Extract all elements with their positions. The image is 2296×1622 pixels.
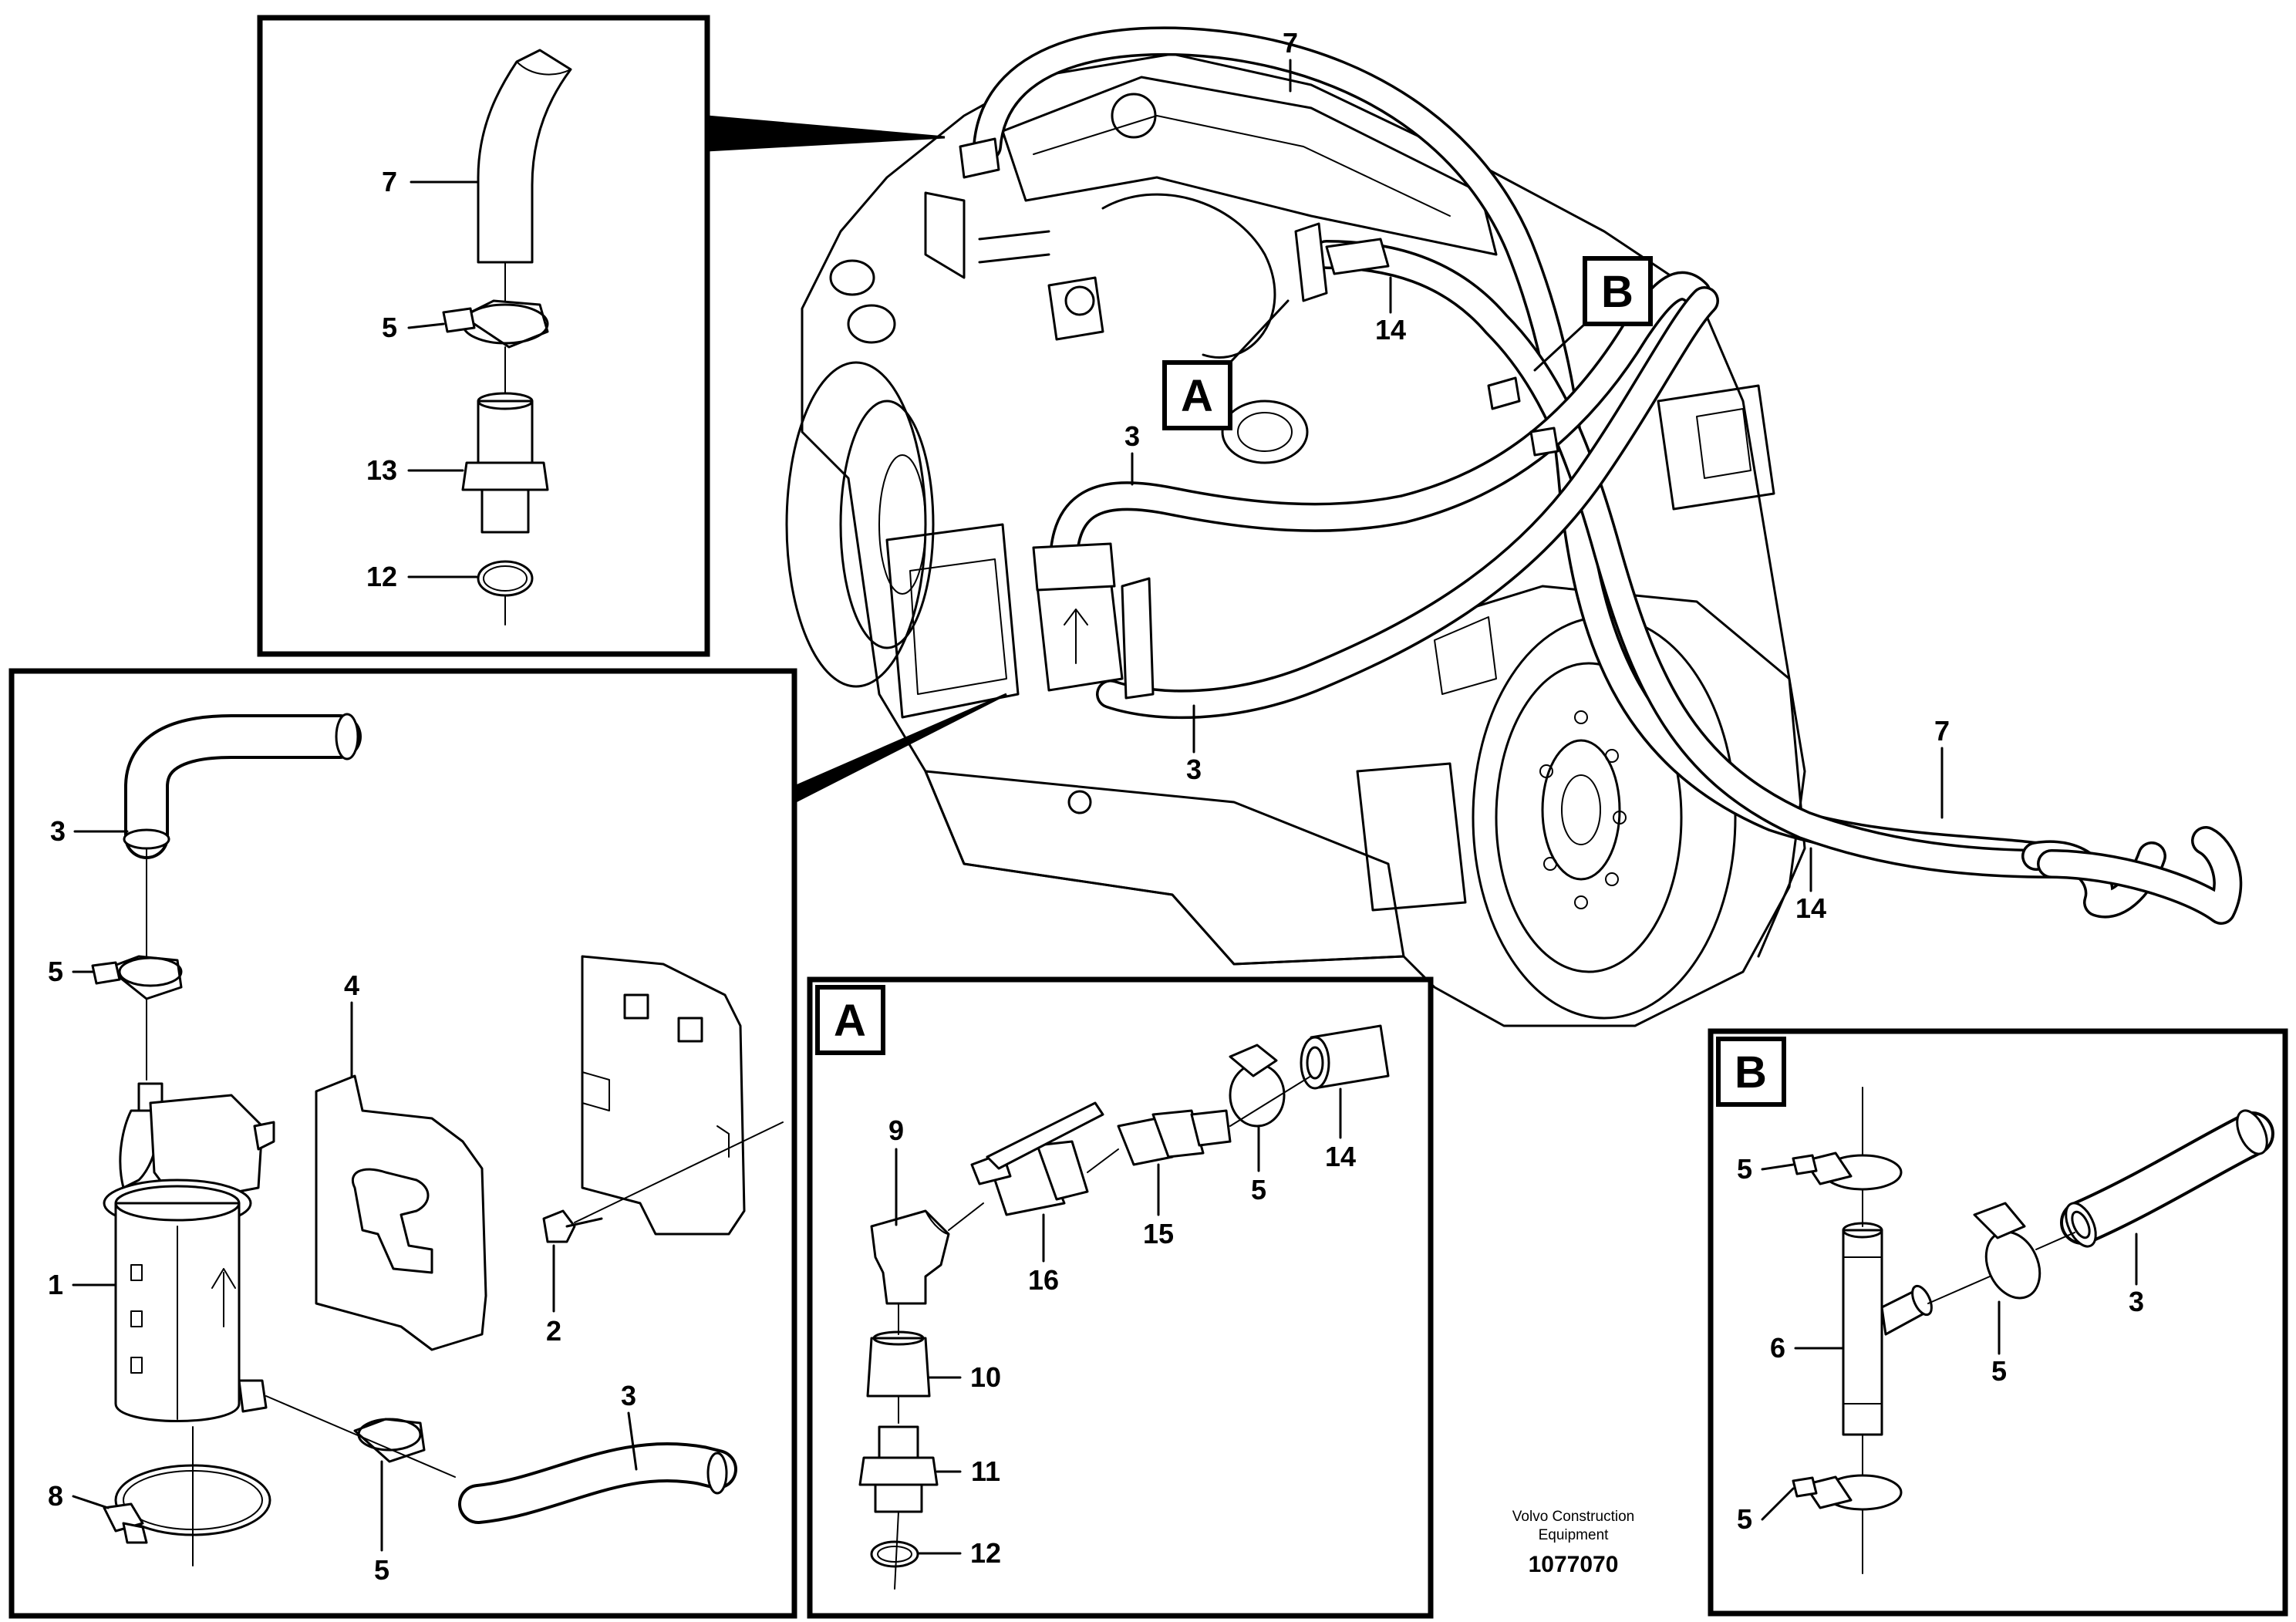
leader-top-inset xyxy=(696,114,946,152)
svg-text:5: 5 xyxy=(1991,1355,2007,1387)
svg-text:5: 5 xyxy=(1737,1153,1752,1185)
leader-left-inset xyxy=(784,693,1007,809)
main-labels: 7 3 3 14 7 14 xyxy=(1124,27,1950,924)
svg-text:13: 13 xyxy=(366,454,397,486)
callout-main-A: A xyxy=(1162,299,1290,430)
svg-text:8: 8 xyxy=(48,1480,63,1512)
inset-left: 3 5 4 1 2 3 8 5 xyxy=(8,668,797,1619)
svg-text:A: A xyxy=(834,996,866,1046)
svg-text:1077070: 1077070 xyxy=(1529,1552,1619,1577)
engine-filter xyxy=(1032,542,1155,700)
svg-text:Volvo Construction: Volvo Construction xyxy=(1512,1509,1634,1525)
svg-text:16: 16 xyxy=(1028,1264,1059,1296)
svg-text:3: 3 xyxy=(1124,420,1140,452)
svg-text:7: 7 xyxy=(1283,27,1298,59)
svg-text:A: A xyxy=(1181,371,1213,421)
svg-text:11: 11 xyxy=(971,1455,1000,1487)
inset-top: 7 5 13 12 xyxy=(257,15,710,657)
svg-text:4: 4 xyxy=(344,969,359,1001)
svg-text:1: 1 xyxy=(48,1269,63,1300)
svg-text:7: 7 xyxy=(382,166,397,197)
svg-text:12: 12 xyxy=(970,1537,1001,1569)
engine-illustration xyxy=(785,52,1806,1027)
svg-text:5: 5 xyxy=(382,312,397,343)
svg-text:Equipment: Equipment xyxy=(1539,1527,1610,1543)
svg-text:9: 9 xyxy=(888,1114,904,1146)
svg-text:5: 5 xyxy=(1251,1174,1266,1206)
svg-text:14: 14 xyxy=(1325,1141,1356,1172)
detail-A: A 9 xyxy=(807,976,1434,1619)
svg-text:5: 5 xyxy=(374,1554,389,1586)
svg-text:3: 3 xyxy=(621,1380,636,1411)
svg-text:12: 12 xyxy=(366,561,397,592)
detail-B: B 5 6 5 3 xyxy=(1708,1028,2288,1617)
svg-text:14: 14 xyxy=(1375,314,1406,346)
svg-text:5: 5 xyxy=(48,956,63,987)
svg-text:7: 7 xyxy=(1934,715,1950,747)
svg-text:15: 15 xyxy=(1143,1218,1174,1249)
svg-text:B: B xyxy=(1735,1047,1767,1098)
svg-text:3: 3 xyxy=(50,815,66,847)
svg-text:B: B xyxy=(1601,267,1633,317)
svg-text:3: 3 xyxy=(1186,754,1202,785)
main-hoses xyxy=(959,26,2243,925)
svg-text:5: 5 xyxy=(1737,1503,1752,1535)
svg-text:3: 3 xyxy=(2129,1286,2144,1317)
svg-text:6: 6 xyxy=(1770,1332,1785,1364)
svg-text:2: 2 xyxy=(546,1315,561,1347)
callout-main-B: B xyxy=(1533,256,1653,372)
svg-text:10: 10 xyxy=(970,1361,1001,1393)
svg-text:14: 14 xyxy=(1795,892,1826,924)
figure-footer: Volvo Construction Equipment 1077070 xyxy=(1512,1509,1634,1577)
